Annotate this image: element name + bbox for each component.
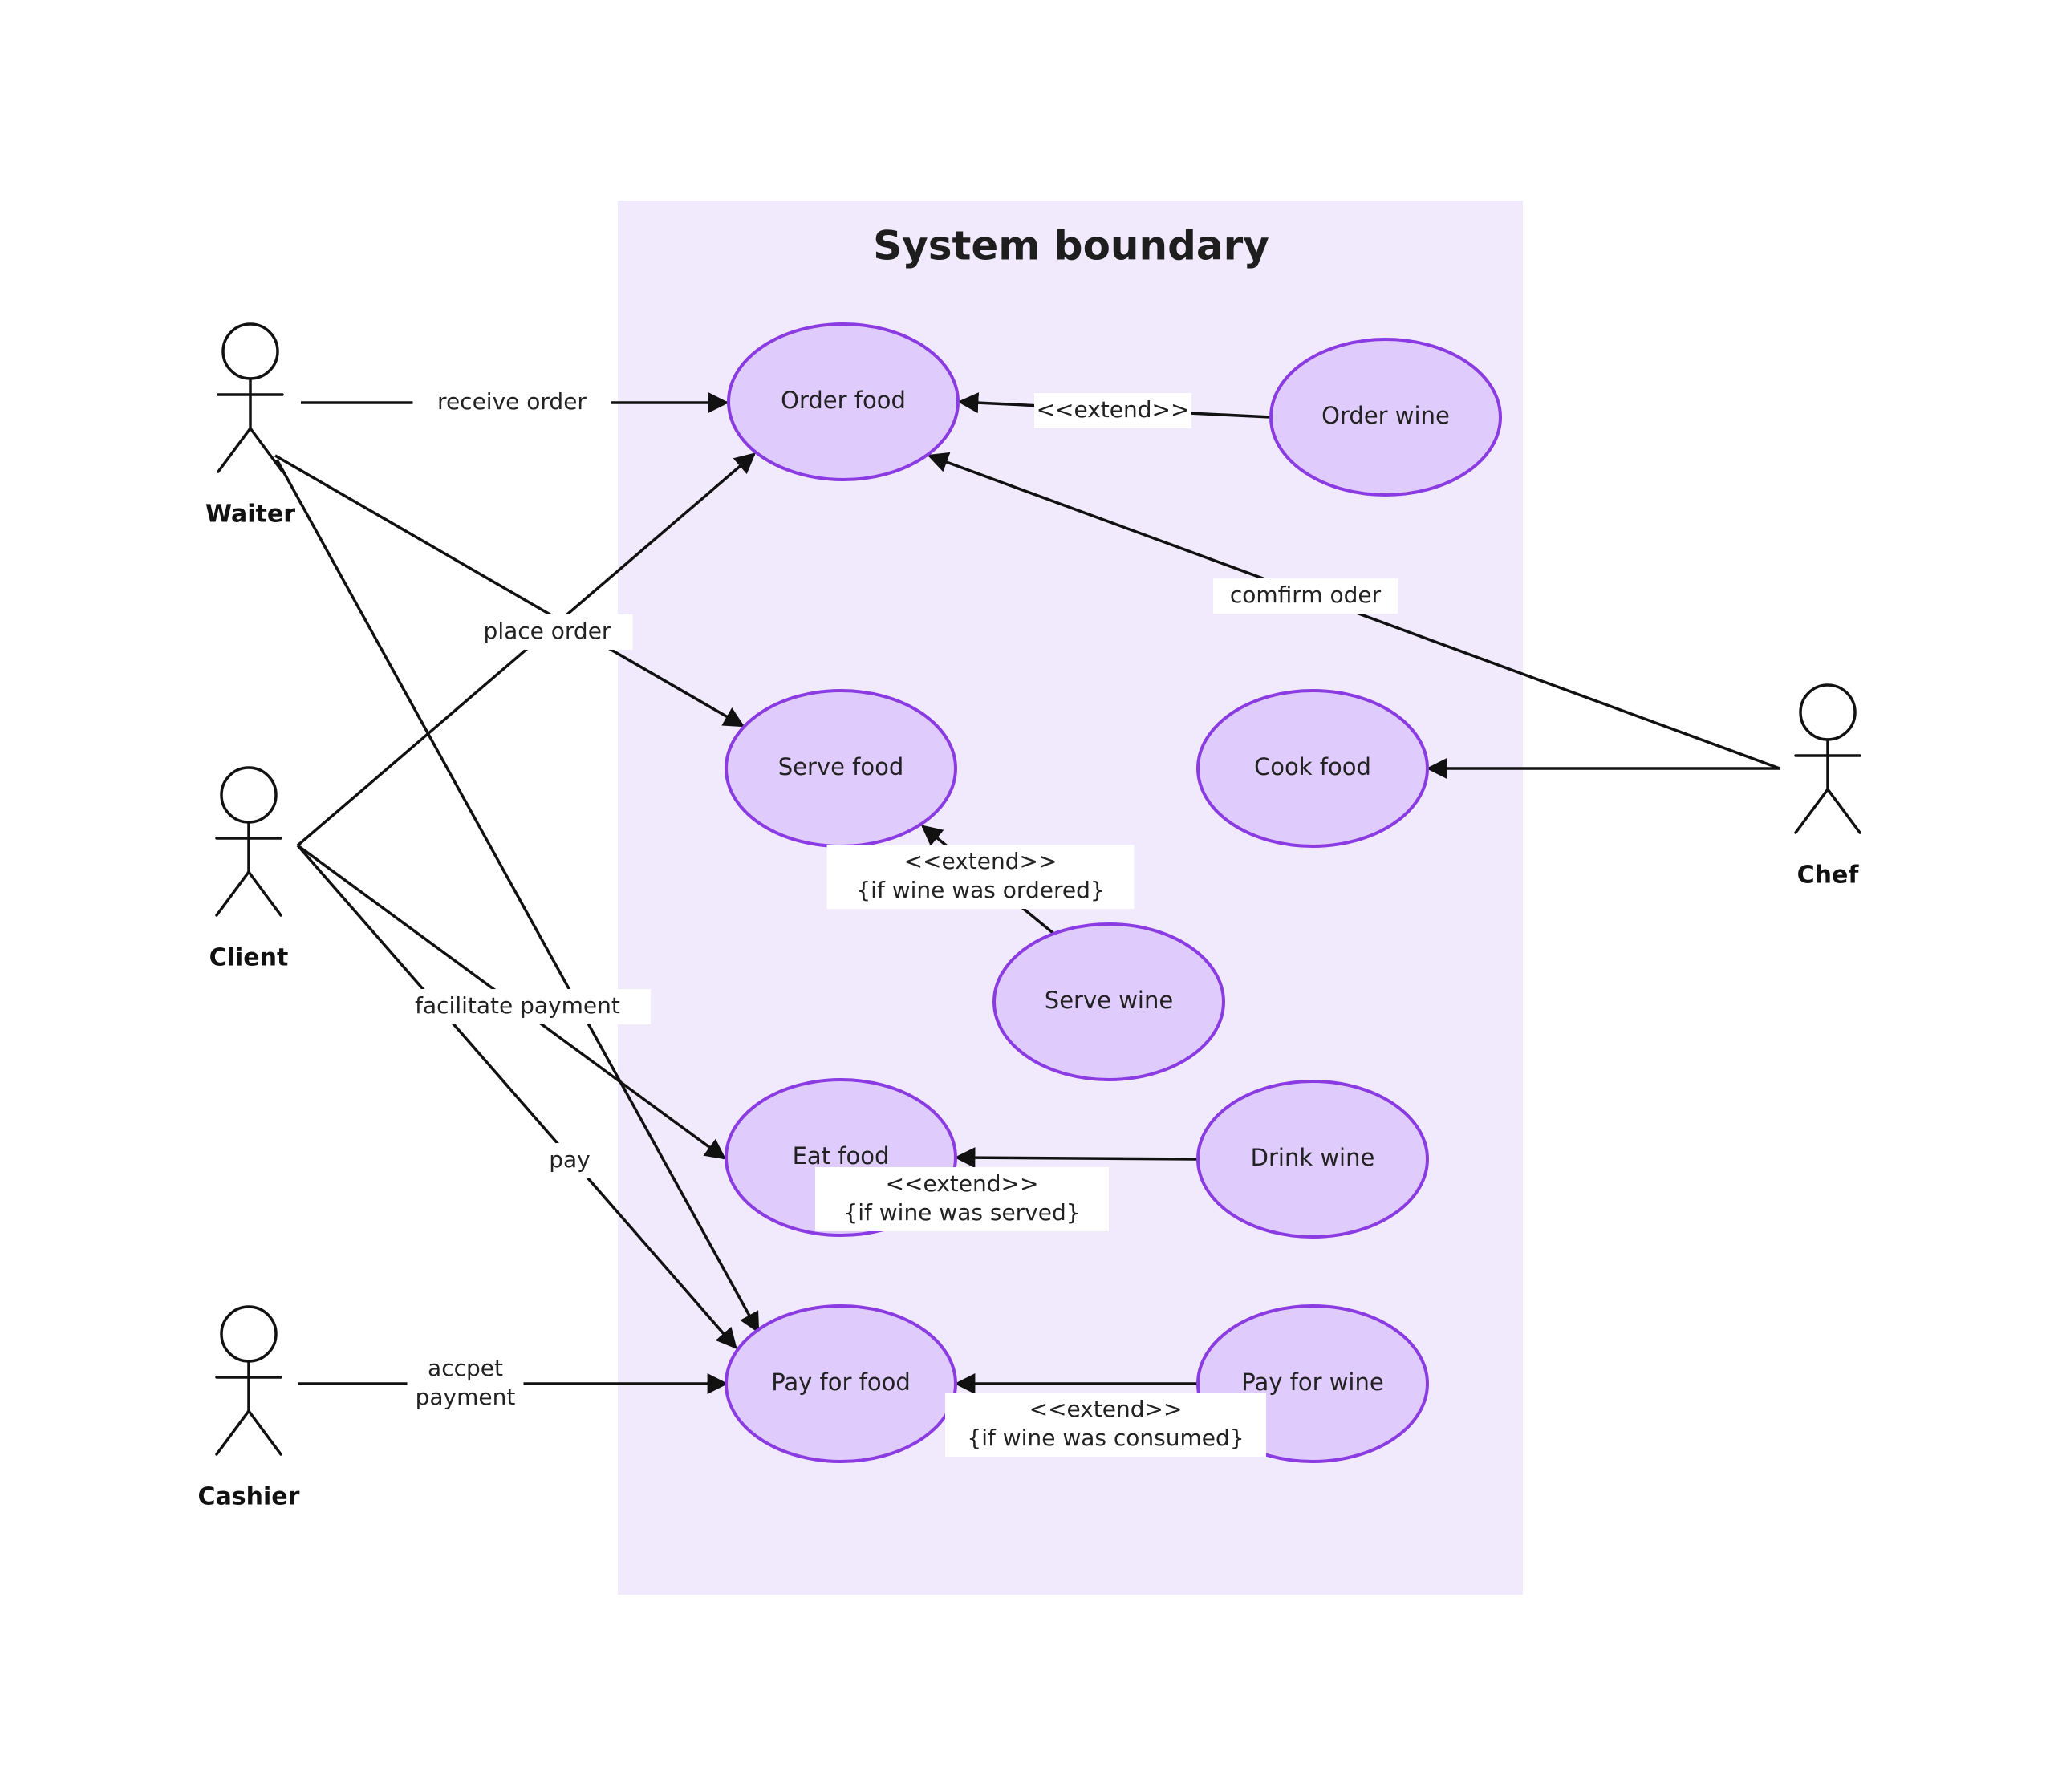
connector-label-line: <<extend>> [904, 848, 1057, 874]
connector-label-background [1034, 393, 1191, 428]
use-case-label: Order food [781, 387, 906, 414]
use-case-drink-wine[interactable]: Drink wine [1196, 1080, 1429, 1239]
connector-label-line: payment [416, 1384, 516, 1410]
connector-label-background [815, 1167, 1109, 1231]
use-case-shape [1196, 1080, 1429, 1239]
use-case-shape [727, 322, 960, 481]
use-case-shape [725, 1304, 957, 1463]
connector-label-line: receive order [437, 388, 587, 415]
connector-label-line: pay [549, 1146, 591, 1173]
connector-label-receive-order: receive order [412, 385, 611, 420]
connector-label-line: {if wine was ordered} [856, 877, 1104, 903]
use-case-label: Cook food [1254, 753, 1371, 780]
connector-label-line: facilitate payment [415, 992, 620, 1019]
actor-label: Client [209, 944, 289, 972]
connector-label-comfirm-oder: comfirm oder [1213, 578, 1398, 614]
actor-head [1799, 683, 1857, 741]
stick-figure-icon [215, 1305, 282, 1456]
system-boundary-title: System boundary [873, 223, 1269, 270]
connector-label-background [826, 845, 1135, 909]
connector-label-extend-order-wine: <<extend>> [1034, 393, 1191, 428]
actor-client[interactable]: Client [209, 766, 289, 972]
actor-left-leg [215, 870, 250, 917]
use-case-serve-food[interactable]: Serve food [725, 689, 957, 848]
use-case-label: Serve food [778, 753, 904, 780]
actor-label: Chef [1797, 862, 1860, 890]
use-case-order-wine[interactable]: Order wine [1269, 338, 1502, 497]
connector-label-line: <<extend>> [1037, 396, 1190, 423]
actor-right-leg [247, 870, 282, 917]
connector-label-line: <<extend>> [1029, 1396, 1183, 1422]
actor-head [220, 1305, 278, 1363]
use-case-serve-wine[interactable]: Serve wine [992, 922, 1225, 1081]
connector-waiter-serve-food [274, 454, 745, 728]
connector-label-extend-pay-for-wine: <<extend>> {if wine was consumed} [945, 1393, 1266, 1457]
connector-label-line: {if wine was consumed} [967, 1425, 1244, 1451]
use-case-shape [1269, 338, 1502, 497]
connector-label-background [407, 1352, 524, 1416]
use-case-pay-for-food[interactable]: Pay for food [725, 1304, 957, 1463]
connector-label-place-order: place order [461, 614, 633, 650]
actor-left-leg [215, 1409, 250, 1456]
connector-label-accpet-payment: accpet payment [407, 1352, 524, 1416]
actor-label: Waiter [205, 501, 295, 529]
stick-figure-icon [217, 322, 284, 473]
connector-label-extend-drink-wine: <<extend>>{if wine was served} [815, 1167, 1109, 1231]
stick-figure-icon [1794, 683, 1861, 834]
connector-label-background [1213, 578, 1398, 614]
stick-figure-icon [215, 766, 282, 917]
use-case-label: Serve wine [1045, 987, 1173, 1014]
use-case-shape [1196, 689, 1429, 848]
actor-head [221, 322, 279, 380]
connector-label-background [538, 1143, 601, 1178]
connector-label-line: <<extend>> [886, 1170, 1039, 1197]
actor-label: Cashier [198, 1483, 300, 1511]
connector-label-line: comfirm oder [1230, 582, 1382, 608]
actor-right-leg [249, 427, 284, 473]
actor-waiter[interactable]: Waiter [205, 322, 295, 529]
actor-left-leg [217, 427, 252, 473]
connector-waiter-pay-for-food [275, 459, 760, 1334]
actor-right-leg [247, 1409, 282, 1456]
connector-label-background [461, 614, 633, 650]
use-case-label: Order wine [1321, 402, 1450, 429]
connector-label-line: {if wine was served} [843, 1199, 1080, 1226]
use-case-label: Drink wine [1251, 1144, 1375, 1171]
connector-extend-drink-wine [954, 1147, 1199, 1169]
actor-right-leg [1826, 788, 1861, 834]
use-case-order-food[interactable]: Order food [727, 322, 960, 481]
connector-label-line: place order [484, 618, 611, 644]
actor-left-leg [1794, 788, 1829, 834]
use-case-label: Pay for food [771, 1368, 911, 1396]
connector-label-background [412, 385, 611, 420]
connector-label-line: accpet [428, 1355, 503, 1381]
connector-pay [296, 844, 737, 1349]
connector-label-pay: pay [538, 1143, 601, 1178]
use-case-shape [992, 922, 1225, 1081]
connector-label-background [384, 989, 651, 1024]
connection-labels: receive order <<extend>> comfirm oder place… [384, 385, 1398, 1457]
connector-label-facilitate-payment: facilitate payment [384, 989, 651, 1024]
actor-head [220, 766, 278, 824]
use-case-cook-food[interactable]: Cook food [1196, 689, 1429, 848]
connector-label-extend-serve-wine: <<extend>> {if wine was ordered} [826, 845, 1135, 909]
connector-label-background [945, 1393, 1266, 1457]
use-case-label: Pay for wine [1241, 1368, 1383, 1396]
actor-cashier[interactable]: Cashier [198, 1305, 300, 1511]
use-case-label: Eat food [793, 1142, 890, 1170]
actor-chef[interactable]: Chef [1794, 683, 1861, 890]
